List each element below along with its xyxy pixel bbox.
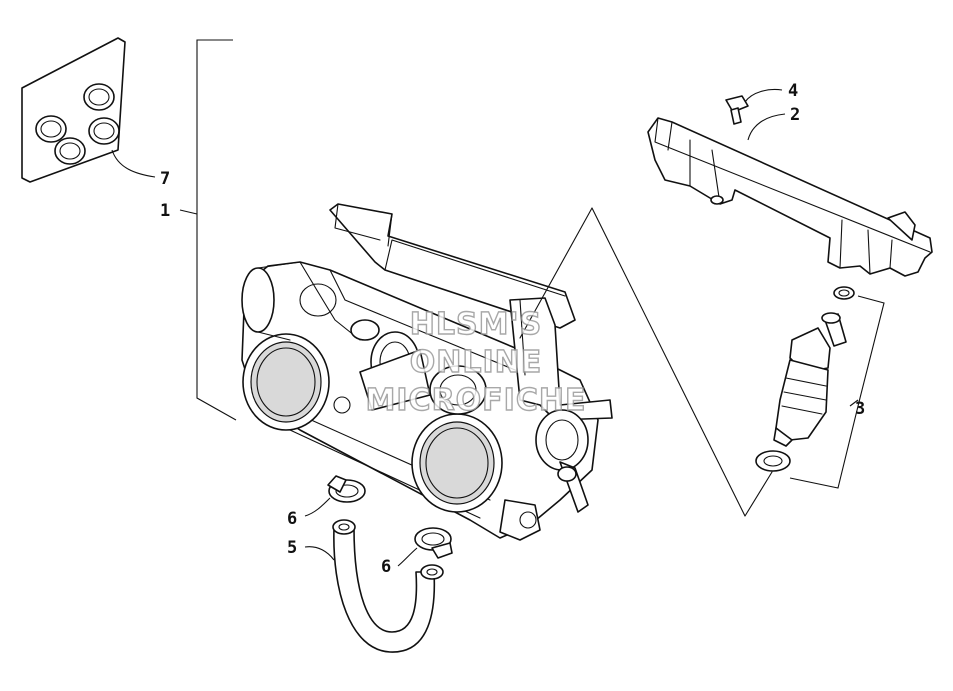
leader-5 [304, 546, 335, 561]
o-ring-plate-part-7 [21, 37, 126, 183]
watermark-line-1: HLSM'S [410, 307, 542, 342]
bracket-3 [789, 295, 885, 489]
hose-clamp-part-6b [414, 527, 453, 559]
watermark-line-2: ONLINE [410, 345, 543, 380]
leader-7 [111, 149, 156, 178]
callout-7: 7 [160, 169, 170, 189]
callout-5: 5 [287, 538, 297, 558]
leader-2 [747, 113, 786, 141]
callout-3: 3 [855, 399, 865, 419]
leader-4 [744, 88, 783, 103]
fuel-injector-part-3 [755, 286, 855, 472]
hose-clamp-part-6a [327, 475, 366, 503]
callout-4: 4 [788, 81, 798, 101]
callout-1: 1 [160, 201, 170, 221]
leader-3 [849, 399, 859, 407]
watermark-line-3: MICROFICHE [366, 383, 587, 418]
bracket-1 [196, 39, 237, 421]
callout-6-upper: 6 [287, 509, 297, 529]
projection-lines [519, 207, 773, 517]
watermark: HLSM'S ONLINE MICROFICHE [365, 306, 587, 418]
leader-1 [179, 209, 198, 215]
fuel-rail-part-2 [647, 117, 933, 277]
throttle-body-part-1 [241, 203, 613, 541]
screw-part-4 [725, 95, 749, 125]
hose-part-5 [332, 519, 444, 653]
leader-6a [304, 497, 331, 517]
callout-2: 2 [790, 105, 800, 125]
leader-6b [397, 547, 418, 567]
callout-6-lower: 6 [381, 557, 391, 577]
